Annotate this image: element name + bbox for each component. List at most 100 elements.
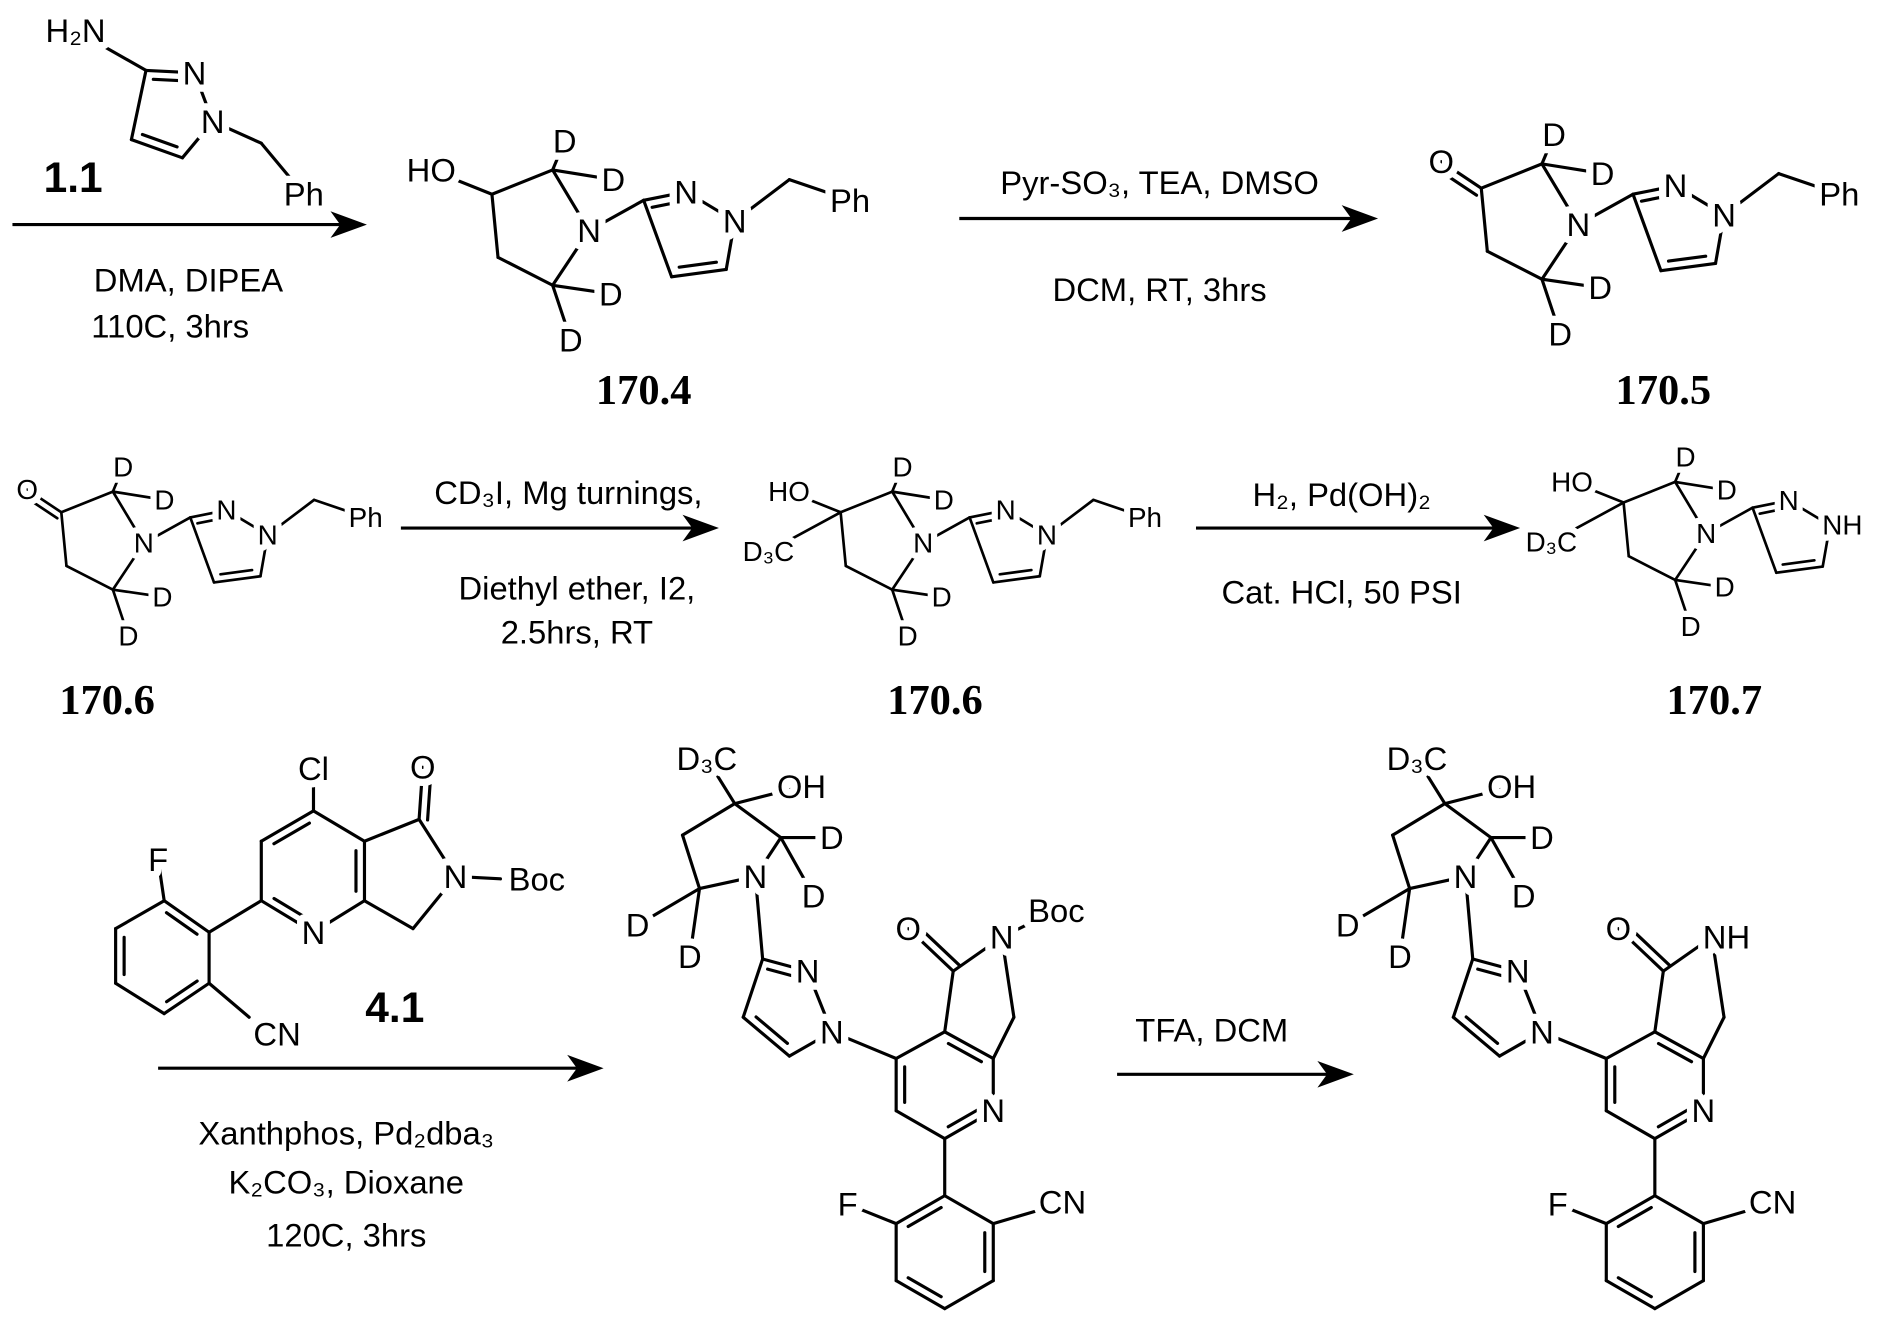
bond [1092, 498, 1147, 519]
bond [1540, 162, 1580, 227]
bond [684, 190, 737, 223]
bond [753, 874, 765, 961]
bond [25, 488, 63, 514]
bond [1673, 532, 1708, 582]
bond [551, 283, 613, 296]
bond [787, 490, 842, 514]
bond [1439, 159, 1483, 190]
bond [1622, 501, 1631, 558]
bond [142, 516, 192, 545]
bond [1604, 1109, 1657, 1141]
bond [894, 1109, 947, 1141]
bond [991, 1209, 1037, 1226]
bond [733, 178, 791, 223]
bond [1751, 506, 1778, 575]
bond [805, 969, 834, 1034]
bond [787, 1030, 834, 1058]
bond [144, 68, 197, 75]
bond [839, 490, 894, 514]
step6-reagents-above: TFA, DCM [1135, 1012, 1288, 1049]
step2-reagents-below: DCM, RT, 3hrs [1052, 271, 1266, 308]
bond [140, 132, 179, 149]
bond [724, 219, 737, 272]
bond [362, 899, 415, 931]
deuterium-label: D [559, 321, 583, 358]
bond [1476, 967, 1510, 979]
bond [151, 77, 188, 83]
phenyl-label: Ph [1819, 176, 1859, 213]
bond [180, 119, 215, 160]
step2-reagents-above: Pyr-SO₃, TEA, DMSO [1000, 164, 1319, 201]
hydroxyl-label: HO [1551, 466, 1593, 497]
deuterium-label: D [1548, 315, 1572, 352]
deuterium-label: D [820, 819, 844, 856]
bond [680, 802, 737, 837]
bond [1479, 162, 1544, 190]
arrowhead [1483, 514, 1521, 542]
bond [968, 516, 995, 584]
deuterium-label: D [1512, 877, 1536, 914]
compound-label-170-4: 170.4 [596, 367, 692, 414]
bond [1004, 508, 1049, 537]
bond [1463, 874, 1475, 961]
bond [650, 199, 683, 209]
bond [196, 517, 224, 525]
nh-label: NH [1822, 510, 1862, 541]
bond [753, 836, 783, 879]
nitrogen-label: N [820, 1013, 844, 1050]
bond [162, 981, 211, 1016]
bond [766, 967, 800, 979]
bond [839, 510, 848, 568]
bond [1631, 192, 1663, 273]
phenyl-label: Ph [830, 182, 870, 219]
step5-reagents-line3: 120C, 3hrs [266, 1217, 426, 1254]
bond [1622, 920, 1671, 967]
arrowhead [567, 1054, 604, 1082]
bond [21, 494, 59, 520]
bond [551, 139, 567, 172]
deuterium-label: D [599, 275, 623, 312]
bond [1653, 969, 1665, 1034]
nh-label: NH [1703, 919, 1750, 956]
deuterium-label: D [1715, 572, 1735, 603]
bond [1616, 1276, 1653, 1299]
arrow-step5 [158, 1054, 604, 1082]
amine-label: H₂N [46, 12, 106, 49]
bond [1661, 935, 1714, 973]
bond [636, 886, 702, 927]
bond [1673, 455, 1687, 484]
bond [1653, 1030, 1705, 1061]
bond [156, 857, 166, 903]
bond [943, 1109, 995, 1141]
step1-reagents-line2: 110C, 3hrs [91, 307, 249, 344]
arrowhead [330, 211, 367, 238]
nitrogen-label: N [302, 914, 326, 951]
compound-label-170-5: 170.5 [1616, 367, 1712, 414]
bond [429, 168, 494, 196]
bond [129, 68, 148, 142]
bond [688, 886, 702, 959]
bond [111, 541, 146, 591]
compound-label-4-1: 4.1 [365, 985, 424, 1032]
bond [111, 465, 125, 493]
step4-reagents-above: H₂, Pd(OH)₂ [1252, 476, 1430, 513]
bond [1781, 559, 1816, 566]
bond [741, 1015, 791, 1058]
fluorine-label: F [148, 841, 168, 878]
bond [998, 568, 1033, 576]
hydroxyl-label: HO [407, 151, 456, 188]
bond [946, 1041, 983, 1064]
bond [587, 198, 646, 233]
bond [259, 141, 306, 196]
nitrogen-label: N [1037, 519, 1057, 550]
bond [1540, 133, 1556, 166]
bond [1639, 193, 1672, 203]
bond [1391, 833, 1412, 891]
nitrogen-label: N [674, 173, 698, 210]
bond [894, 1030, 947, 1061]
